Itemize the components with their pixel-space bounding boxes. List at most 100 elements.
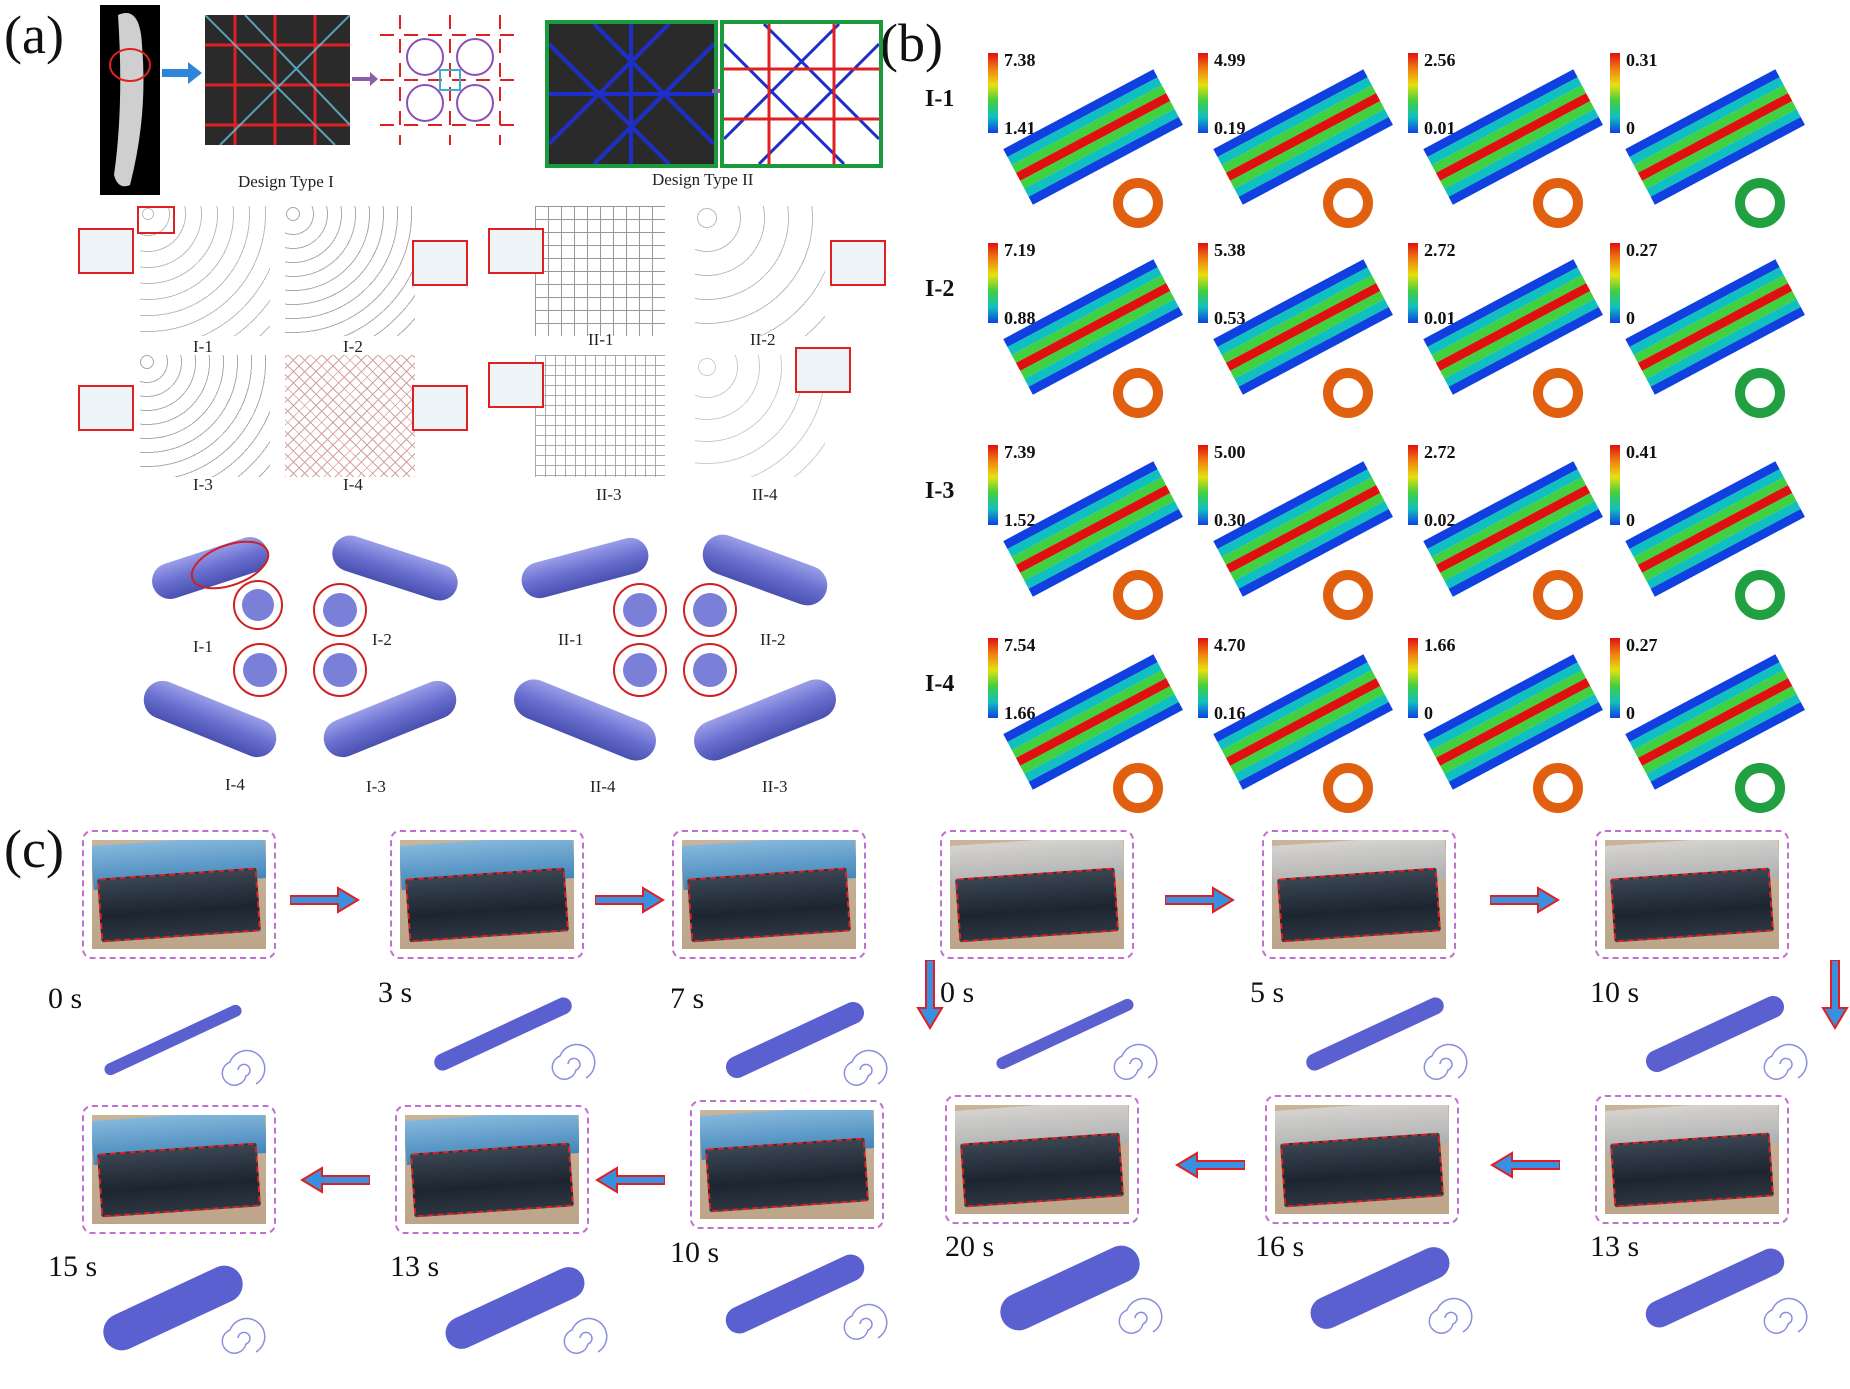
spiral-section: [551, 1043, 596, 1080]
arrow-icon: [352, 72, 378, 86]
colorbar: [1198, 638, 1208, 718]
pattern-label: II-1: [588, 330, 614, 349]
tube-i-4: [143, 643, 287, 758]
design-type-2-micrograph: [545, 20, 718, 168]
rolled-tube-model: [725, 1001, 888, 1086]
rolled-tube-model: [1645, 1248, 1808, 1334]
colorbar: [1198, 53, 1208, 133]
contour-tube: [1003, 69, 1183, 228]
tube-label: I-4: [225, 775, 245, 794]
contour-tube: [1003, 259, 1183, 418]
spiral-section: [563, 1317, 608, 1354]
colorbar: [1408, 445, 1418, 525]
organism-shape: [109, 13, 151, 187]
sequence-arrow-icon: [1175, 1151, 1245, 1179]
rolled-tube-model: [445, 1267, 608, 1354]
zoom-box: [137, 206, 175, 234]
cross-section: [1533, 368, 1583, 418]
video-frame: [945, 1095, 1139, 1224]
tube-ii-3: [683, 643, 836, 761]
pattern-label: II-2: [750, 330, 776, 349]
colorbar-min: 0.16: [1214, 703, 1246, 723]
tube-label: I-1: [193, 637, 213, 656]
tube-label: II-4: [590, 777, 616, 796]
contour-tube: [1625, 69, 1805, 228]
colorbar: [1198, 243, 1208, 323]
cross-section: [1113, 570, 1163, 620]
colorbar-min: 0.01: [1424, 118, 1456, 138]
colorbar-max: 4.70: [1214, 635, 1246, 655]
design-type-2-schematic: [720, 20, 883, 168]
pattern-ii-1: [535, 206, 665, 336]
zoom-inset: [78, 228, 134, 274]
colorbar-min: 0.53: [1214, 308, 1246, 328]
tube-models: [143, 534, 836, 761]
pattern-label: II-4: [752, 485, 778, 504]
time-label: 0 s: [940, 976, 975, 1009]
colorbar: [1408, 243, 1418, 323]
colorbar-min: 0.02: [1424, 510, 1456, 530]
row-label: I-3: [925, 478, 955, 504]
colorbar-min: 0: [1626, 510, 1635, 530]
colorbar-min: 0.01: [1424, 308, 1456, 328]
colorbar: [988, 638, 998, 718]
colorbar-min: 0: [1626, 118, 1635, 138]
spiral-section: [843, 1303, 888, 1340]
cross-section: [1323, 368, 1373, 418]
contour-tube: [1213, 461, 1393, 620]
colorbar-min: 0: [1626, 308, 1635, 328]
spiral-section: [843, 1049, 888, 1086]
time-label: 13 s: [390, 1250, 440, 1283]
pattern-i-4: [285, 355, 415, 477]
contour-tube: [1423, 69, 1603, 228]
cross-section: [1735, 763, 1785, 813]
rolled-tube-model: [1306, 997, 1468, 1080]
rolled-tube-model: [104, 1004, 266, 1086]
contour-tube: [1213, 69, 1393, 228]
design-type-2-caption: Design Type II: [652, 170, 754, 189]
video-frame: [82, 1105, 276, 1234]
colorbar-min: 1.41: [1004, 118, 1036, 138]
colorbar: [988, 445, 998, 525]
time-label: 20 s: [945, 1230, 995, 1263]
pattern-i-3: [140, 355, 270, 477]
tube-i-2: [313, 535, 458, 637]
rolled-tube-model: [996, 998, 1158, 1080]
colorbar-max: 7.19: [1004, 240, 1036, 260]
colorbar: [1610, 53, 1620, 133]
zoom-inset: [78, 385, 134, 431]
cross-section: [1323, 763, 1373, 813]
sequence-arrow-icon: [1821, 960, 1849, 1030]
spiral-section: [1763, 1297, 1808, 1334]
video-frame: [390, 830, 584, 959]
colorbar-max: 5.38: [1214, 240, 1246, 260]
pattern-label: I-4: [343, 475, 363, 494]
cross-section: [1735, 368, 1785, 418]
tube-label: I-2: [372, 630, 392, 649]
colorbar-min: 0: [1424, 703, 1433, 723]
pattern-label: I-3: [193, 475, 213, 494]
row-label: I-1: [925, 86, 955, 112]
pattern-i-1: [140, 206, 270, 336]
pattern-label: I-1: [193, 337, 213, 356]
cross-section: [1533, 763, 1583, 813]
time-label: 7 s: [670, 982, 705, 1015]
time-label: 15 s: [48, 1250, 98, 1283]
colorbar-max: 2.72: [1424, 240, 1456, 260]
colorbar: [1408, 638, 1418, 718]
design-type-1-schematic: [380, 15, 520, 145]
cross-section: [1533, 570, 1583, 620]
pattern-label: II-3: [596, 485, 622, 504]
contour-tube: [1625, 259, 1805, 418]
time-label: 10 s: [670, 1236, 720, 1269]
colorbar-min: 0.88: [1004, 308, 1036, 328]
video-frame: [82, 830, 276, 959]
spiral-section: [1113, 1043, 1158, 1080]
rolled-tube-model: [1000, 1245, 1163, 1334]
lattice-micrograph: [205, 15, 350, 145]
colorbar: [1198, 445, 1208, 525]
rolled-tube-model: [1645, 995, 1808, 1080]
cross-section: [1323, 178, 1373, 228]
video-frame: [690, 1100, 884, 1229]
cross-section: [1735, 570, 1785, 620]
